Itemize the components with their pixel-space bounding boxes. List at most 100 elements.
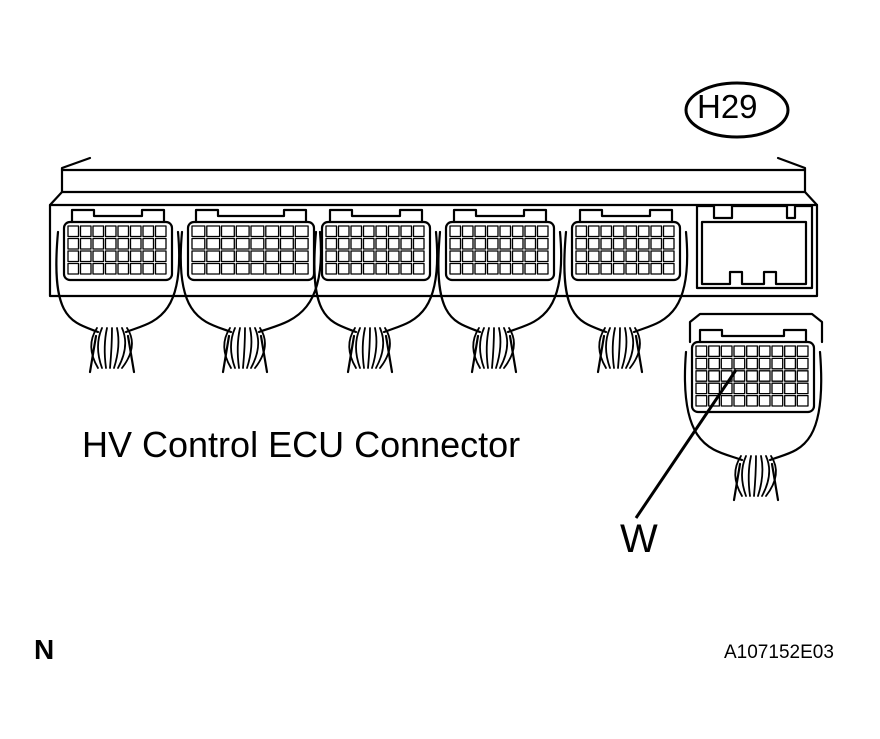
- plug-latch: [194, 208, 308, 224]
- pin: [796, 370, 809, 382]
- pin: [796, 345, 809, 358]
- pin: [79, 237, 92, 250]
- pin: [746, 345, 759, 358]
- pin: [708, 394, 721, 407]
- plug-pin-frame: [320, 220, 432, 282]
- pin: [235, 250, 250, 263]
- pin: [350, 250, 363, 263]
- pin: [499, 225, 512, 238]
- pin: [387, 262, 400, 275]
- pin: [412, 250, 425, 263]
- pin: [600, 262, 613, 275]
- wire: [375, 327, 385, 369]
- pin: [499, 250, 512, 263]
- pin: [279, 237, 294, 250]
- wire: [621, 327, 628, 369]
- pin: [612, 225, 625, 238]
- pin: [117, 250, 130, 263]
- pin: [575, 250, 588, 263]
- pin: [142, 237, 155, 250]
- pin: [191, 237, 206, 250]
- wire: [348, 327, 357, 369]
- pin: [625, 237, 638, 250]
- pin: [771, 357, 784, 370]
- wire: [90, 327, 99, 369]
- pin: [220, 237, 235, 250]
- wire: [379, 327, 391, 369]
- pin: [637, 250, 650, 263]
- pin: [294, 262, 309, 275]
- diagram-title: HV Control ECU Connector: [82, 424, 521, 465]
- pin: [511, 262, 524, 275]
- pin: [400, 250, 413, 263]
- pin: [350, 262, 363, 275]
- plug-w-housing: [688, 312, 824, 344]
- pin: [587, 250, 600, 263]
- pin: [387, 250, 400, 263]
- connector-code: H29: [697, 88, 758, 125]
- pin: [575, 262, 588, 275]
- pin: [650, 262, 663, 275]
- pin: [536, 225, 549, 238]
- plug-4: [437, 208, 563, 374]
- plug-cover: [313, 230, 439, 334]
- pin: [265, 250, 280, 263]
- pin: [265, 237, 280, 250]
- pin: [92, 262, 105, 275]
- wire: [223, 327, 232, 369]
- plug-cover: [683, 350, 823, 462]
- wire: [747, 455, 752, 497]
- pin: [796, 357, 809, 370]
- pin: [375, 262, 388, 275]
- plug-pin-frame: [570, 220, 682, 282]
- pin: [220, 250, 235, 263]
- pin: [337, 262, 350, 275]
- pin: [206, 250, 221, 263]
- pin: [279, 250, 294, 263]
- pin: [784, 394, 797, 407]
- pin: [771, 370, 784, 382]
- pin: [720, 345, 733, 358]
- pin: [129, 237, 142, 250]
- pin: [758, 382, 771, 395]
- pin: [375, 225, 388, 238]
- pin: [387, 225, 400, 238]
- pin: [499, 237, 512, 250]
- pin: [536, 250, 549, 263]
- pin: [362, 237, 375, 250]
- wire: [617, 327, 621, 369]
- empty-socket: [695, 204, 814, 290]
- pin: [154, 225, 167, 238]
- plug-latch: [578, 208, 674, 224]
- pin: [695, 370, 708, 382]
- pin: [67, 262, 80, 275]
- pin: [733, 370, 746, 382]
- wire: [761, 455, 771, 497]
- pin: [499, 262, 512, 275]
- pin: [536, 237, 549, 250]
- wire-sleeve: [470, 334, 518, 374]
- pin: [250, 262, 265, 275]
- plug-cover: [55, 230, 181, 334]
- wire: [753, 455, 757, 497]
- pin: [612, 250, 625, 263]
- pin: [720, 357, 733, 370]
- pin: [337, 225, 350, 238]
- socket-inner: [700, 220, 808, 286]
- pin: [650, 250, 663, 263]
- pin: [662, 237, 675, 250]
- pin: [461, 237, 474, 250]
- ecu-connector-body: [48, 156, 819, 298]
- pin: [362, 250, 375, 263]
- pin: [771, 382, 784, 395]
- pin: [486, 250, 499, 263]
- pin: [412, 262, 425, 275]
- pin: [524, 225, 537, 238]
- wire-sleeve: [596, 334, 644, 374]
- pin: [758, 370, 771, 382]
- pin: [92, 225, 105, 238]
- pin: [461, 262, 474, 275]
- pin: [220, 262, 235, 275]
- pin: [637, 225, 650, 238]
- pin: [733, 357, 746, 370]
